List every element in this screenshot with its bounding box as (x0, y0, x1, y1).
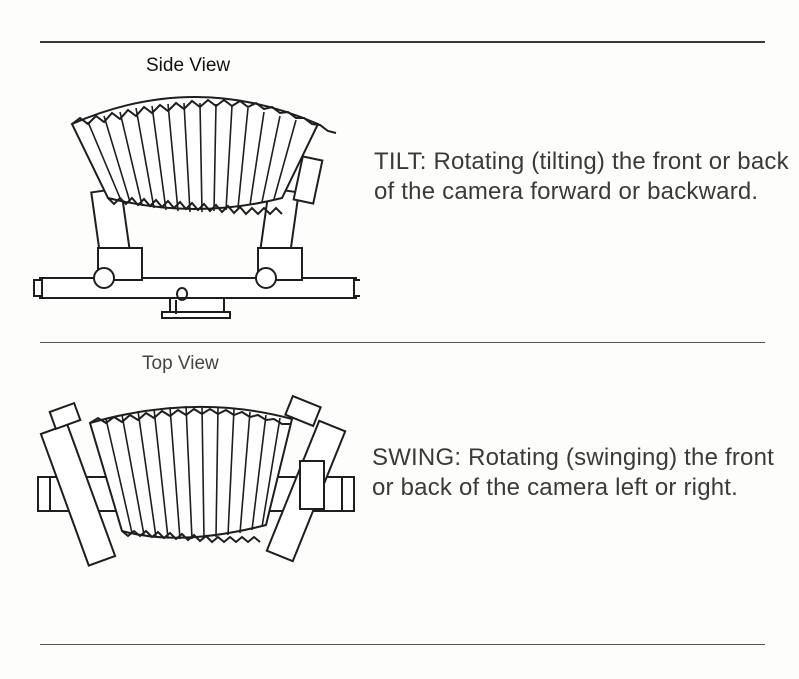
side-view-label: Side View (146, 55, 231, 76)
tilt-text: : Rotating (tilting) the front or back o… (374, 148, 789, 205)
tilt-bellows-illustration (33, 96, 360, 319)
tilt-description: TILT: Rotating (tilting) the front or ba… (374, 147, 794, 207)
swing-bellows-illustration (37, 394, 355, 567)
bottom-divider (40, 644, 765, 645)
swing-description: SWING: Rotating (swinging) the front or … (372, 443, 792, 503)
top-view-label: Top View (142, 353, 219, 374)
swing-text: : Rotating (swinging) the front or back … (372, 444, 775, 501)
middle-divider (40, 342, 765, 343)
tilt-term: TILT (374, 148, 420, 175)
swing-term: SWING (372, 444, 455, 471)
top-divider (40, 41, 765, 43)
